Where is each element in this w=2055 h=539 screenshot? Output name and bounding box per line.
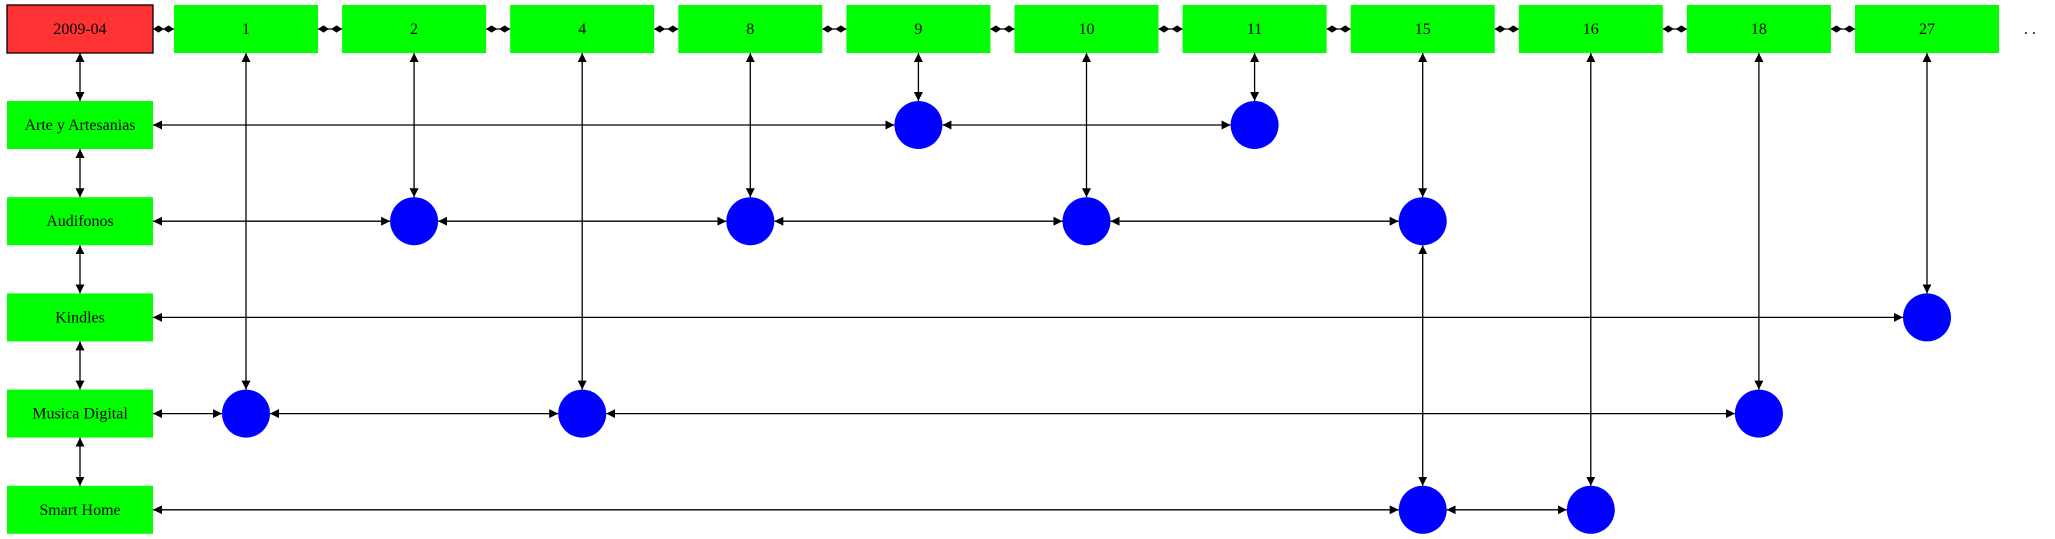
column-node-11[interactable]: 11 <box>1182 5 1327 53</box>
column-node-11-label: 11 <box>1247 21 1262 38</box>
column-node-9-box <box>846 5 991 53</box>
row-node-arte-y-artesanias[interactable]: Arte y Artesanias <box>7 101 153 149</box>
row-node-musica-digital[interactable]: Musica Digital <box>7 389 153 438</box>
column-node-8-box <box>678 5 823 53</box>
column-node-16-box <box>1518 5 1663 53</box>
row-node-kindles-box <box>7 293 153 342</box>
root-node-box <box>6 4 154 54</box>
row-node-audifonos-label: Audifonos <box>46 213 114 230</box>
dot-smart-home-16[interactable] <box>1566 485 1615 534</box>
row-node-arte-y-artesanias-box <box>7 101 153 149</box>
column-node-9-label: 9 <box>914 21 922 38</box>
dot-musica-digital-1[interactable] <box>222 389 270 438</box>
column-node-10-label: 10 <box>1079 21 1095 38</box>
column-node-16[interactable]: 16 <box>1518 5 1663 53</box>
column-node-27-label: 27 <box>1919 21 1935 38</box>
column-node-11-box <box>1182 5 1327 53</box>
column-node-2[interactable]: 2 <box>342 5 487 53</box>
root-node[interactable]: 2009-04 <box>6 4 154 54</box>
dot-audifonos-10[interactable] <box>1062 197 1111 246</box>
dot-audifonos-15[interactable] <box>1398 197 1447 246</box>
row-node-musica-digital-box <box>7 389 153 438</box>
dot-musica-digital-18[interactable] <box>1734 389 1783 438</box>
column-node-27[interactable]: 27 <box>1855 5 1999 53</box>
dot-smart-home-15[interactable] <box>1398 485 1447 534</box>
column-node-9[interactable]: 9 <box>846 5 991 53</box>
column-node-1-box <box>174 5 318 53</box>
edges-layer <box>75 25 1932 515</box>
column-node-18[interactable]: 18 <box>1686 5 1831 53</box>
column-node-10-box <box>1014 5 1159 53</box>
column-node-4-label: 4 <box>578 21 586 38</box>
row-node-arte-y-artesanias-label: Arte y Artesanias <box>24 117 135 134</box>
column-node-16-label: 16 <box>1583 21 1599 38</box>
row-node-smart-home-label: Smart Home <box>39 502 120 519</box>
row-node-audifonos-box <box>7 197 153 246</box>
column-node-15[interactable]: 15 <box>1350 5 1495 53</box>
column-node-18-box <box>1686 5 1831 53</box>
dot-kindles-27[interactable] <box>1903 293 1951 342</box>
row-node-audifonos[interactable]: Audifonos <box>7 197 153 246</box>
column-node-1[interactable]: 1 <box>174 5 318 53</box>
root-node-label: 2009-04 <box>53 21 106 38</box>
dot-audifonos-8[interactable] <box>726 197 775 246</box>
column-node-4[interactable]: 4 <box>510 5 655 53</box>
row-node-smart-home-box <box>7 485 153 534</box>
column-node-8-label: 8 <box>746 21 754 38</box>
row-node-smart-home[interactable]: Smart Home <box>7 485 153 534</box>
column-node-2-box <box>342 5 487 53</box>
column-node-2-label: 2 <box>410 21 418 38</box>
column-node-18-label: 18 <box>1751 21 1767 38</box>
column-node-4-box <box>510 5 655 53</box>
row-node-kindles[interactable]: Kindles <box>7 293 153 342</box>
column-node-15-box <box>1350 5 1495 53</box>
trailing-mark: . . <box>2024 21 2036 38</box>
column-node-27-box <box>1855 5 1999 53</box>
row-node-kindles-label: Kindles <box>55 309 105 326</box>
column-node-10[interactable]: 10 <box>1014 5 1159 53</box>
column-node-8[interactable]: 8 <box>678 5 823 53</box>
row-node-musica-digital-label: Musica Digital <box>32 406 128 423</box>
dot-arte-y-artesanias-11[interactable] <box>1230 101 1279 149</box>
column-node-15-label: 15 <box>1415 21 1431 38</box>
dot-arte-y-artesanias-9[interactable] <box>894 101 943 149</box>
column-node-1-label: 1 <box>242 21 250 38</box>
dot-musica-digital-4[interactable] <box>558 389 607 438</box>
dot-audifonos-2[interactable] <box>390 197 439 246</box>
